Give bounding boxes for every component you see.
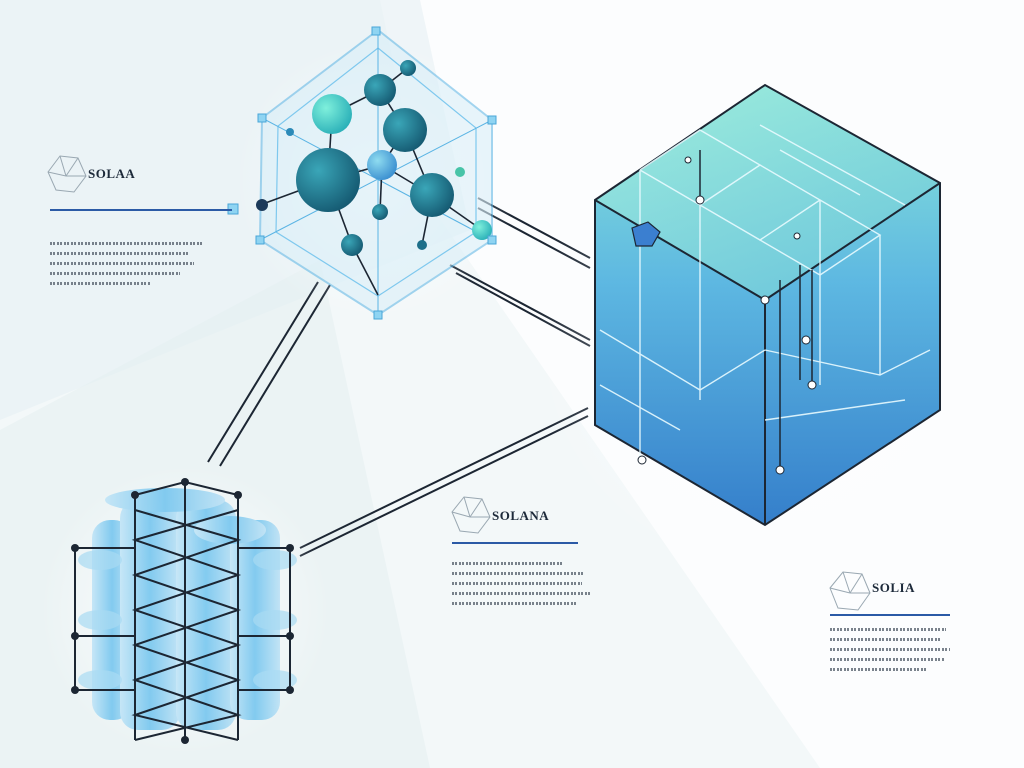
label-rule (830, 614, 950, 616)
label-body-text (50, 242, 210, 285)
label-body-text (830, 628, 960, 671)
gem-icon (451, 496, 491, 534)
blockchain-cube-graphic (530, 83, 1010, 580)
label-title: SOLIA (872, 580, 915, 595)
label-title: SOLAA (88, 166, 136, 181)
gem-icon (829, 571, 871, 611)
label-block-1: SOLAA (50, 166, 210, 292)
label-title: SOLANA (492, 508, 550, 523)
molecule-network-graphic (50, 26, 515, 320)
label-rule (452, 542, 578, 544)
label-block-3: SOLIA (830, 580, 960, 678)
label-block-2: SOLANA (452, 508, 592, 612)
gem-icon (47, 155, 87, 193)
label-body-text (452, 562, 592, 605)
lattice-column-graphic (40, 465, 330, 755)
